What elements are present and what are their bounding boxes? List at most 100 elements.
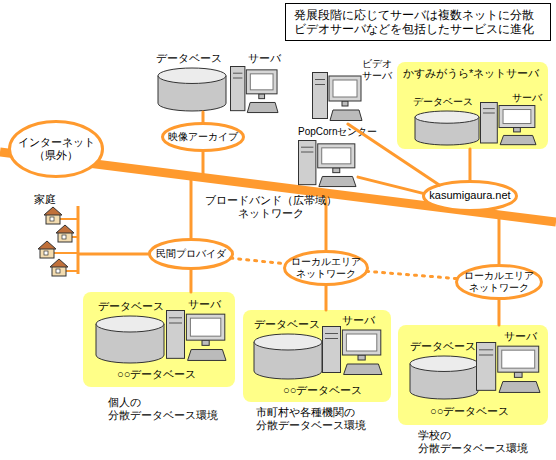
house-icon	[56, 225, 74, 242]
house-roof	[56, 225, 74, 233]
tower-slot	[325, 333, 338, 334]
monitor	[318, 144, 355, 168]
database-group-box: ○○データベースデータベースサーバ	[83, 292, 235, 387]
connector-line	[358, 177, 424, 194]
node-label: サーバ	[504, 330, 540, 343]
home-wire	[78, 253, 150, 256]
screen	[503, 110, 531, 124]
home-wire	[66, 270, 78, 272]
server-icon: サーバ	[476, 330, 542, 394]
home-wire	[60, 218, 78, 220]
database-group-box: ○○データベース データベース サーバ	[243, 310, 391, 402]
node-label: ○○データベース	[430, 405, 546, 418]
tower	[299, 141, 316, 185]
node-label: サーバ	[512, 92, 546, 104]
cylinder-top	[410, 356, 478, 371]
tower-slot	[169, 317, 182, 318]
tower-slot	[301, 147, 313, 148]
house-window	[44, 251, 48, 255]
node-label: 民間プロバイダ	[148, 248, 234, 260]
house-roof	[50, 259, 68, 267]
screen	[502, 350, 535, 368]
network-ellipse: 映像アーカイブ	[161, 122, 245, 152]
monitor	[186, 314, 224, 340]
server-group-box: かすみがうら*ネットサーバデータベース サーバ	[397, 62, 548, 149]
house-window	[56, 269, 60, 273]
house-icon	[38, 241, 56, 258]
keyboard	[499, 382, 540, 393]
node-label: データベース	[413, 96, 481, 108]
node-label: 映像アーカイブ	[161, 131, 245, 143]
tower	[313, 73, 328, 119]
home-wire	[77, 206, 80, 274]
tower-slot	[479, 349, 493, 350]
tower-slot	[483, 113, 495, 114]
screen	[333, 80, 357, 97]
keyboard	[319, 176, 356, 186]
house-roof	[38, 241, 56, 249]
lan-ellipse: ローカルエリア ネットワーク	[283, 250, 369, 286]
house-roof	[44, 207, 62, 215]
monitor	[498, 346, 539, 372]
popcorn-center-icon: PopCornセンター	[296, 126, 358, 188]
cylinder-top	[415, 111, 479, 123]
node-label: インターネット （県外）	[8, 136, 104, 162]
node-label: サーバ	[188, 298, 224, 311]
connector-line	[202, 112, 205, 124]
screen	[190, 318, 220, 336]
screen	[322, 148, 351, 164]
environment-caption: 市町村や各種機関の 分散データベース環境	[256, 406, 380, 432]
monitor	[246, 70, 277, 94]
provider-ellipse: 民間プロバイダ	[148, 238, 234, 270]
environment-caption: 個人の 分散データベース環境	[108, 396, 230, 422]
database-group-box: ○○データベース データベース サーバ	[398, 325, 548, 425]
shape-outline	[312, 58, 364, 124]
tower-slot	[483, 108, 495, 109]
home-label: 家庭	[34, 193, 74, 206]
database-icon: データベース	[156, 52, 228, 112]
connector-line	[468, 149, 471, 182]
node-label: データベース	[254, 318, 324, 331]
database-icon: データベース	[94, 300, 166, 364]
node-label: サーバ	[342, 314, 378, 327]
tower-slot	[479, 355, 493, 356]
node-label: PopCornセンター	[298, 126, 390, 138]
tower	[477, 343, 496, 391]
house-icon	[44, 207, 62, 224]
monitor-stand	[333, 168, 340, 173]
monitor	[499, 106, 535, 128]
database-icon: データベース	[413, 96, 481, 146]
database-icon: データベース	[408, 340, 480, 400]
node-label: データベース	[410, 340, 480, 353]
tower-slot	[315, 79, 325, 80]
monitor-stand	[514, 372, 522, 377]
keyboard	[247, 102, 278, 112]
video-server-icon: ビデオ サーバ	[312, 58, 364, 124]
database-icon: データベース	[252, 318, 324, 380]
tower-slot	[169, 323, 182, 324]
node-label: 発展段階に応じてサーバは複数ネットに分散 ビデオサーバなどを包括したサービスに進…	[294, 8, 548, 37]
tower	[323, 327, 341, 373]
band-link	[202, 152, 205, 176]
band-link	[498, 214, 501, 264]
cylinder-top	[254, 334, 322, 350]
tower	[231, 67, 245, 111]
house-window	[50, 217, 54, 221]
connector-line	[189, 269, 192, 293]
node-label: データベース	[98, 300, 166, 313]
tower	[481, 103, 498, 143]
house-window	[62, 235, 66, 239]
keyboard	[188, 350, 226, 361]
connector-line	[325, 285, 328, 311]
monitor-stand	[342, 101, 348, 106]
node-label: かすみがうら*ネットサーバ	[403, 67, 549, 80]
home-wire	[54, 252, 78, 254]
server-icon: サーバ	[322, 314, 384, 376]
server-icon: サーバ	[228, 52, 278, 114]
tower-slot	[233, 78, 242, 79]
node-label: ○○データベース	[283, 384, 389, 397]
tower-slot	[301, 152, 313, 153]
band-link	[190, 176, 193, 238]
monitor-stand	[202, 340, 209, 345]
